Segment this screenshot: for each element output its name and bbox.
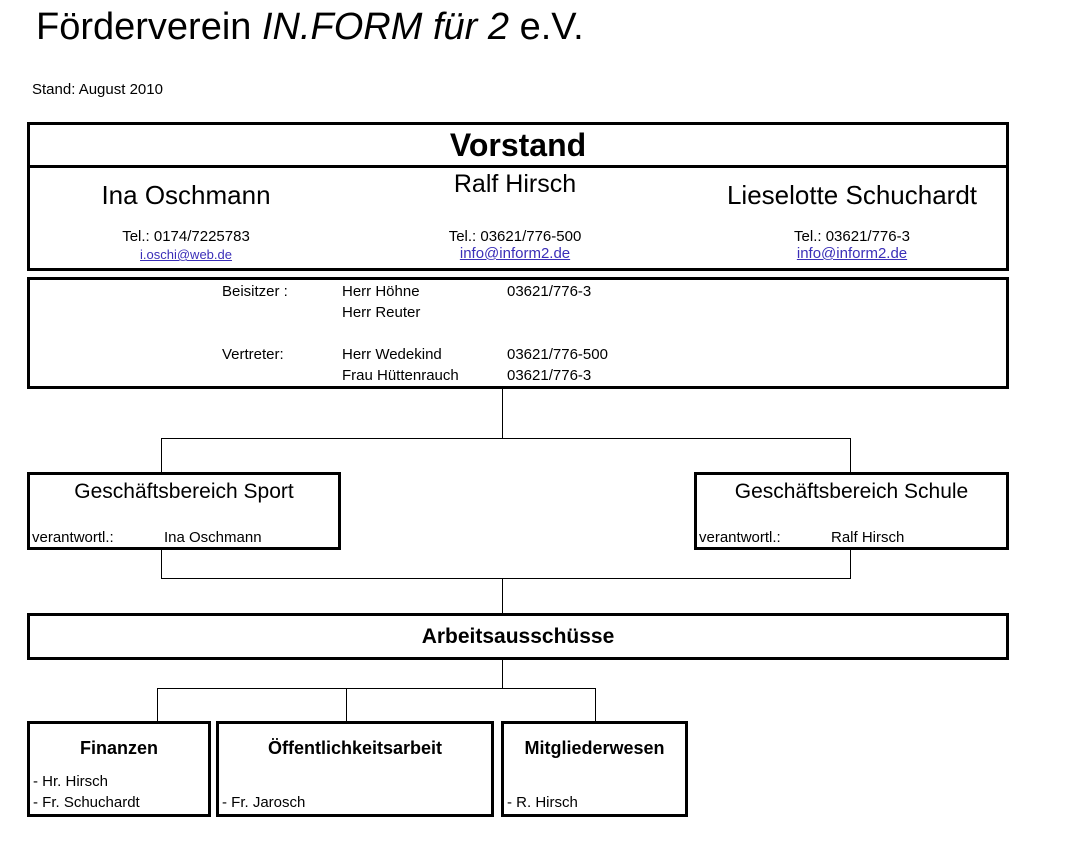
- committee-title: Öffentlichkeitsarbeit: [267, 738, 443, 758]
- committee-oeffentlichkeitsarbeit-box: Öffentlichkeitsarbeit - Fr. Jarosch: [216, 721, 494, 817]
- connector-line: [595, 688, 596, 721]
- committee-title: Mitgliederwesen: [524, 738, 665, 758]
- geschaeftsbereich-schule-box: Geschäftsbereich Schule verantwortl.: Ra…: [694, 472, 1009, 550]
- connector-line: [850, 438, 851, 472]
- member-email-link[interactable]: info@inform2.de: [796, 245, 908, 262]
- vertreter-tel: 03621/776-3: [507, 367, 592, 384]
- connector-line: [502, 578, 503, 613]
- geschaeftsbereich-sport-box: Geschäftsbereich Sport verantwortl.: Ina…: [27, 472, 341, 550]
- member-name: Ralf Hirsch: [453, 170, 577, 198]
- vorstand-member-contact: Tel.: 0174/7225783 i.oschi@web.de: [36, 228, 336, 262]
- committee-member: - Hr. Hirsch: [33, 773, 108, 790]
- verantwortlich-person: Ralf Hirsch: [831, 529, 905, 546]
- committee-mitgliederwesen-box: Mitgliederwesen - R. Hirsch: [501, 721, 688, 817]
- vertreter-name: Frau Hüttenrauch: [342, 367, 459, 384]
- arbeitsausschuesse-heading: Arbeitsausschüsse: [421, 625, 615, 648]
- committee-finanzen-box: Finanzen - Hr. Hirsch - Fr. Schuchardt: [27, 721, 211, 817]
- verantwortlich-label: verantwortl.:: [699, 529, 781, 546]
- beisitzer-name: Herr Reuter: [342, 304, 421, 321]
- vorstand-member-contact: Tel.: 03621/776-3 info@inform2.de: [702, 228, 1002, 262]
- beisitzer-tel: 03621/776-3: [507, 283, 592, 300]
- geschaeftsbereich-title: Geschäftsbereich Sport: [74, 480, 294, 503]
- committee-member: - R. Hirsch: [507, 794, 578, 811]
- connector-line: [346, 688, 347, 721]
- connector-line: [157, 688, 158, 721]
- connector-line: [502, 389, 503, 438]
- connector-line: [157, 688, 596, 689]
- vorstand-member-contact: Tel.: 03621/776-500 info@inform2.de: [365, 228, 665, 262]
- connector-line: [161, 438, 851, 439]
- committee-member: - Fr. Jarosch: [222, 794, 306, 811]
- vorstand-members-box: Ina Oschmann Tel.: 0174/7225783 i.oschi@…: [27, 165, 1009, 271]
- committee-member: - Fr. Schuchardt: [33, 794, 140, 811]
- member-tel: Tel.: 03621/776-3: [794, 228, 910, 245]
- beisitzer-name: Herr Höhne: [342, 283, 420, 300]
- verantwortlich-person: Ina Oschmann: [164, 529, 262, 546]
- stand-date: Stand: August 2010: [32, 81, 163, 98]
- vorstand-heading: Vorstand: [449, 127, 587, 163]
- member-name: Lieselotte Schuchardt: [726, 180, 978, 210]
- vorstand-member: Lieselotte Schuchardt: [702, 180, 1002, 211]
- member-email-link[interactable]: info@inform2.de: [459, 245, 571, 262]
- vertreter-label: Vertreter:: [222, 346, 284, 363]
- connector-line: [161, 578, 851, 579]
- beisitzer-vertreter-box: Beisitzer : Herr Höhne 03621/776-3 Herr …: [27, 277, 1009, 389]
- vertreter-tel: 03621/776-500: [507, 346, 608, 363]
- page-title: Förderverein IN.FORM für 2 e.V.: [36, 6, 584, 48]
- member-tel: Tel.: 03621/776-500: [448, 228, 582, 245]
- verantwortlich-label: verantwortl.:: [32, 529, 114, 546]
- connector-line: [161, 550, 162, 578]
- beisitzer-label: Beisitzer :: [222, 283, 288, 300]
- connector-line: [850, 550, 851, 578]
- vorstand-member: Ralf Hirsch: [365, 170, 665, 199]
- member-tel: Tel.: 0174/7225783: [122, 228, 250, 245]
- member-name: Ina Oschmann: [101, 180, 271, 210]
- geschaeftsbereich-title: Geschäftsbereich Schule: [734, 480, 969, 503]
- vorstand-member: Ina Oschmann: [36, 180, 336, 211]
- arbeitsausschuesse-box: Arbeitsausschüsse: [27, 613, 1009, 660]
- member-email-link[interactable]: i.oschi@web.de: [140, 247, 232, 262]
- connector-line: [502, 660, 503, 688]
- committee-title: Finanzen: [79, 738, 158, 758]
- vorstand-heading-box: Vorstand: [27, 122, 1009, 168]
- connector-line: [161, 438, 162, 472]
- vertreter-name: Herr Wedekind: [342, 346, 442, 363]
